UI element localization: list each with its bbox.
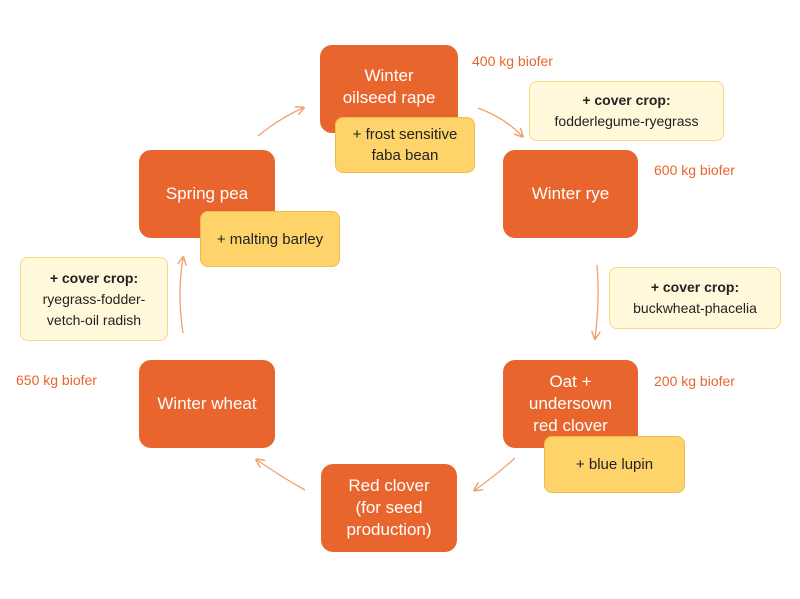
intercrop-label: + malting barley bbox=[216, 230, 324, 248]
crop-winter-rye: Winter rye bbox=[503, 150, 638, 238]
intercrop-blue-lupin: + blue lupin bbox=[544, 436, 685, 493]
fertilization-oilseed-rape: 400 kg biofer bbox=[472, 53, 553, 69]
cover-crop-fodderlegume-ryegrass: + cover crop: fodderlegume-ryegrass bbox=[529, 81, 724, 141]
crop-label: Red clover (for seed production) bbox=[346, 476, 432, 539]
arrow-oat-to-clover bbox=[475, 457, 516, 490]
crop-label: Winter rye bbox=[531, 184, 610, 203]
intercrop-frost-faba-bean: + frost sensitive faba bean bbox=[335, 117, 475, 173]
fertilization-winter-rye: 600 kg biofer bbox=[654, 162, 735, 178]
arrow-clover-to-wheat bbox=[257, 460, 306, 491]
fertilization-winter-wheat: 650 kg biofer bbox=[16, 372, 97, 388]
cover-crop-heading: + cover crop: bbox=[650, 279, 740, 295]
cover-crop-heading: + cover crop: bbox=[49, 269, 139, 286]
crop-winter-wheat: Winter wheat bbox=[139, 360, 275, 448]
crop-red-clover-seed: Red clover (for seed production) bbox=[321, 464, 457, 552]
cover-crop-heading: + cover crop: bbox=[582, 92, 671, 108]
arrow-pea-to-rape bbox=[257, 108, 303, 137]
cover-crop-ryegrass-vetch-radish: + cover crop: ryegrass-fodder- vetch-oil… bbox=[20, 257, 168, 341]
crop-oat-undersown-red-clover: Oat + undersown red clover bbox=[503, 360, 638, 448]
intercrop-label: + blue lupin bbox=[575, 456, 654, 473]
cover-crop-mix: ryegrass-fodder- vetch-oil radish bbox=[42, 290, 146, 328]
intercrop-label: + frost sensitive faba bean bbox=[352, 126, 458, 164]
fertilization-oat: 200 kg biofer bbox=[654, 373, 735, 389]
crop-label: Winter wheat bbox=[157, 394, 257, 413]
crop-label: Spring pea bbox=[165, 184, 249, 203]
cover-crop-buckwheat-phacelia: + cover crop: buckwheat-phacelia bbox=[609, 267, 781, 329]
intercrop-malting-barley: + malting barley bbox=[200, 211, 340, 267]
arrow-rye-to-oat bbox=[595, 264, 598, 338]
arrow-wheat-to-pea bbox=[180, 258, 183, 334]
crop-label: Winter oilseed rape bbox=[342, 66, 436, 107]
cover-crop-mix: buckwheat-phacelia bbox=[633, 300, 757, 316]
arrow-rape-to-rye bbox=[477, 107, 522, 136]
crop-label: Oat + undersown red clover bbox=[528, 372, 613, 435]
cover-crop-mix: fodderlegume-ryegrass bbox=[554, 113, 699, 129]
